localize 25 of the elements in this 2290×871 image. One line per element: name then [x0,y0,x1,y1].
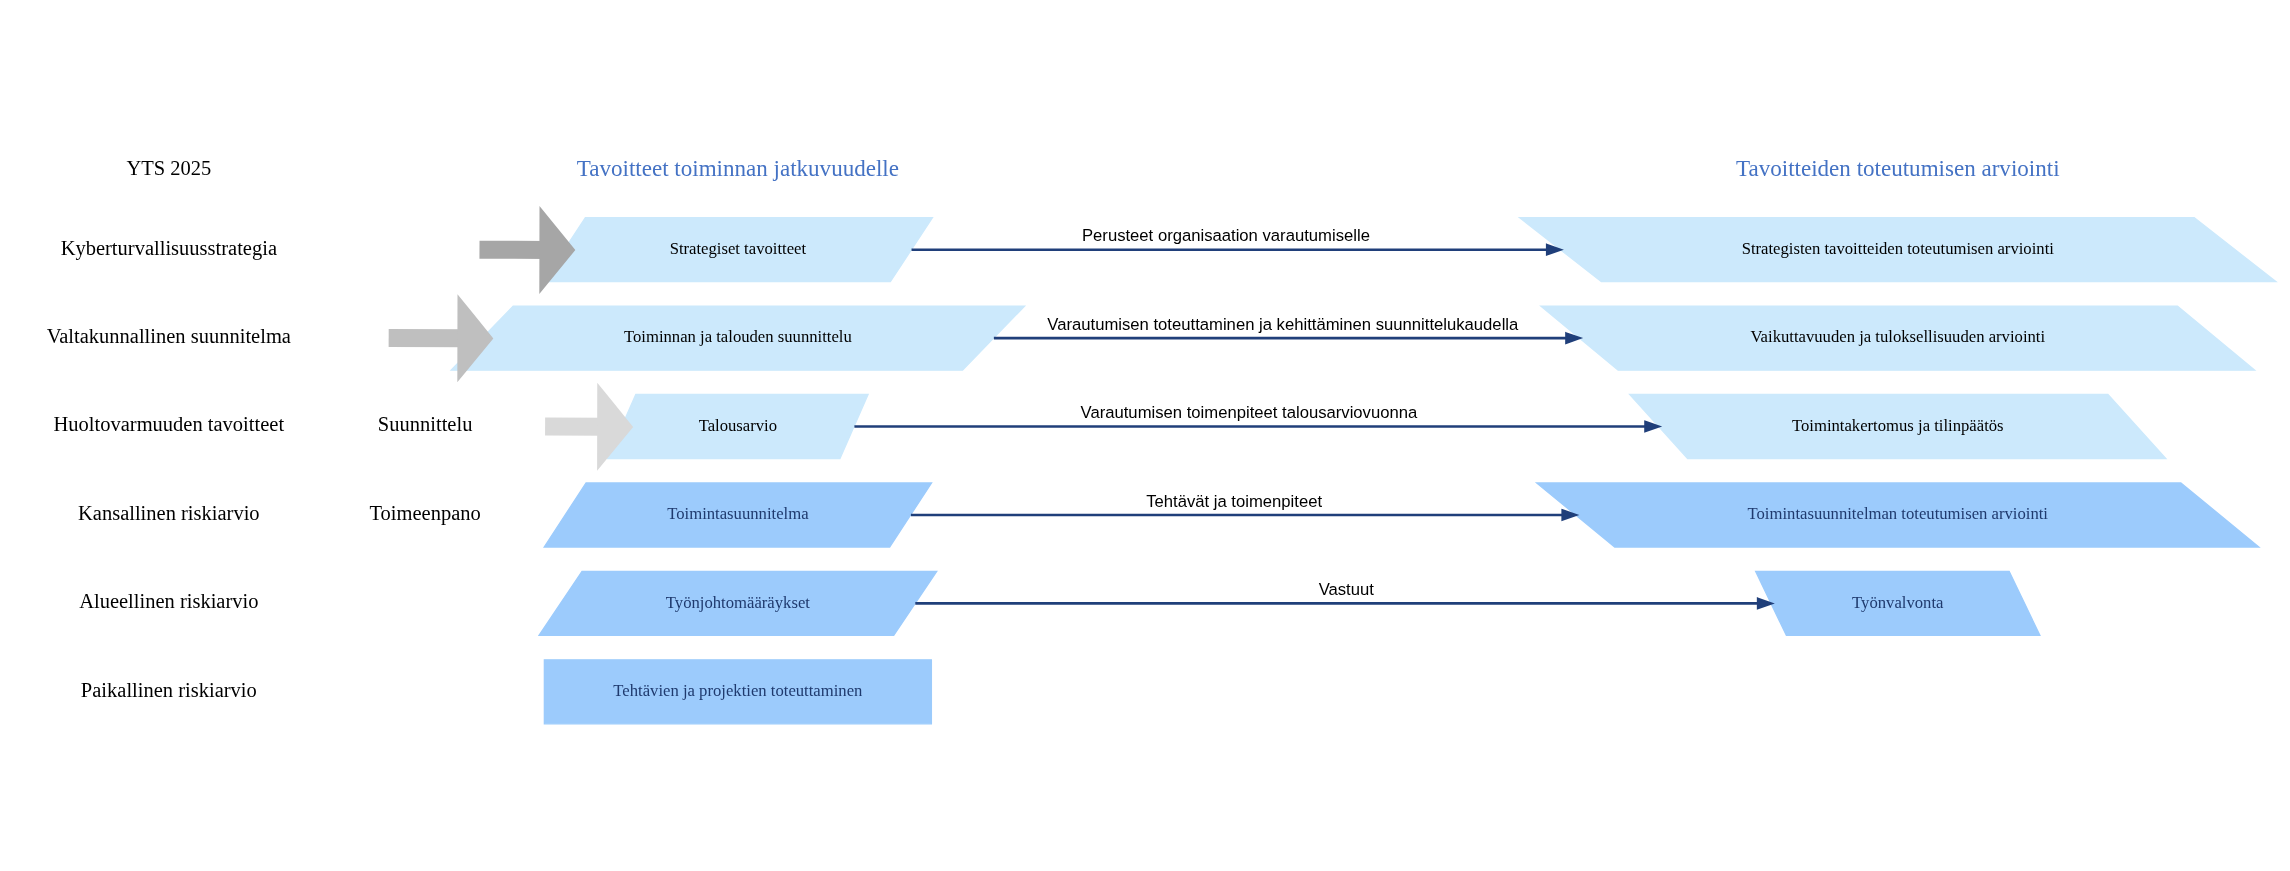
label: Huoltovarmuuden tavoitteet [53,413,285,436]
edge-label: Tehtävät ja toimenpiteet [1146,491,1323,511]
label: YTS 2025 [126,157,212,180]
label: Tavoitteet toiminnan jatkuvuudelle [576,154,899,181]
arrow [915,597,1775,610]
node-box: Tehtävien ja projektien toteuttaminen [543,659,933,725]
arrow [545,382,634,471]
label: Alueellinen riskiarvio [79,590,259,613]
edge-label: Varautumisen toimenpiteet talousarviovuonna [1080,403,1418,423]
label: Suunnittelu [377,413,473,436]
label: Kyberturvallisuusstrategia [60,236,277,259]
edge-label: Varautumisen toteuttaminen ja kehittäminen suunnittelukaudella [1047,314,1519,334]
label: Kansallinen riskiarvio [78,501,260,524]
label: Paikallinen riskiarvio [80,678,257,701]
edge-label: Perusteet organisaation varautumiselle [1081,226,1370,246]
arrow [911,243,1564,256]
label: Tavoitteiden toteutumisen arviointi [1736,154,2060,181]
label: Toimeenpano [369,501,481,524]
label: Valtakunnallinen suunnitelma [46,324,291,347]
arrow [910,508,1580,522]
arrow [854,420,1663,433]
edge-label: Vastuut [1318,579,1374,599]
arrow [993,331,1584,345]
arrow [388,294,494,383]
arrow [479,205,576,294]
